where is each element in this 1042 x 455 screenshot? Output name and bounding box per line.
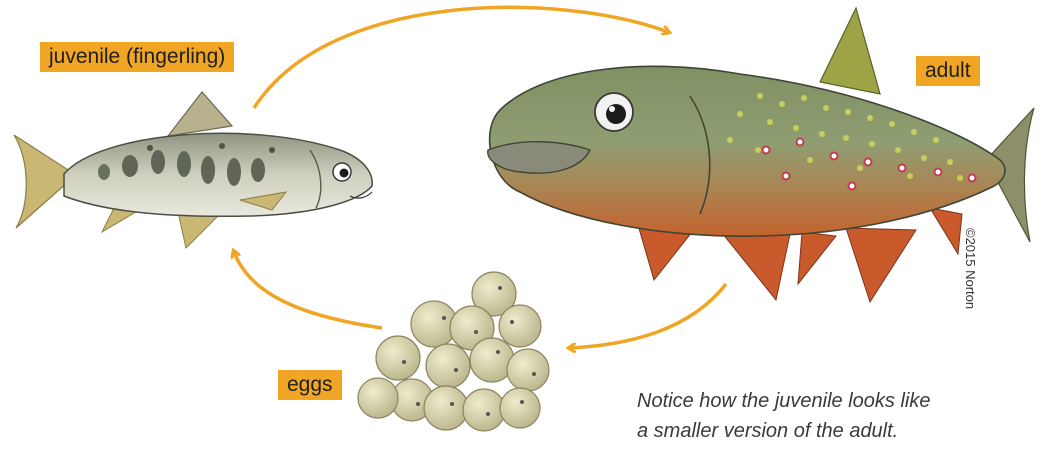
- arrow-eggs-to-juvenile: [234, 252, 382, 328]
- arrow-adult-to-eggs: [570, 284, 726, 348]
- adult-fish: [488, 8, 1034, 302]
- label-eggs: eggs: [278, 370, 342, 400]
- juvenile-fish: [14, 92, 372, 248]
- caption-line-2: a smaller version of the adult.: [637, 416, 1037, 446]
- label-juvenile: juvenile (fingerling): [40, 42, 234, 72]
- copyright-text: ©2015 Norton: [963, 228, 978, 309]
- label-adult: adult: [916, 56, 980, 86]
- caption-note: Notice how the juvenile looks like a sma…: [637, 386, 1037, 446]
- eggs-cluster: [358, 272, 549, 431]
- caption-line-1: Notice how the juvenile looks like: [637, 386, 1037, 416]
